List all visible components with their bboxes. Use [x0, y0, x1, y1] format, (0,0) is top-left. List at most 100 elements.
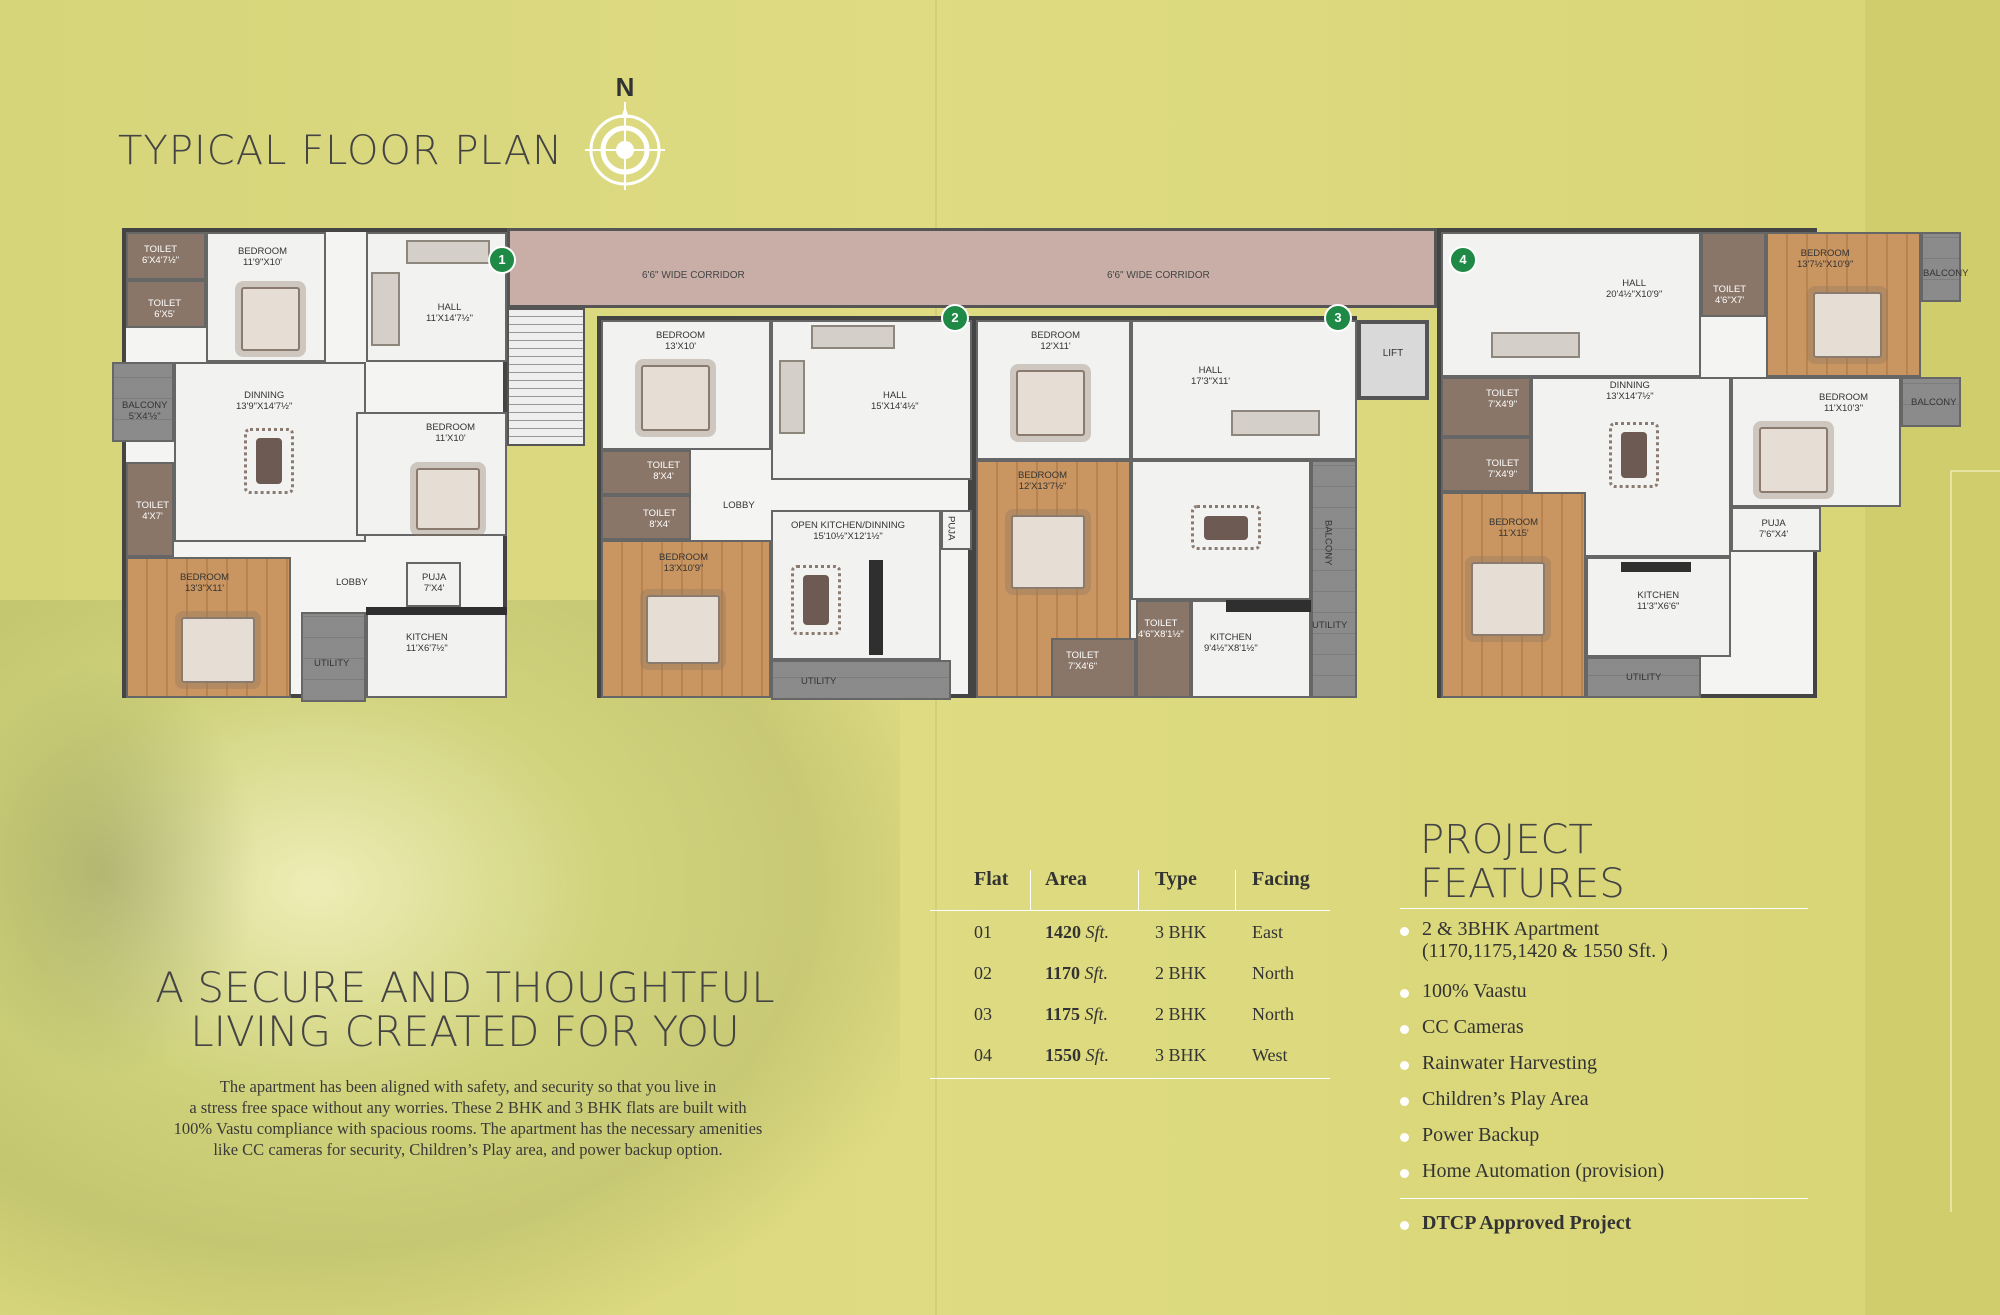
cell-facing: North [1252, 1004, 1294, 1024]
compass-letter: N [616, 72, 635, 102]
table-header-flat: Flat [974, 868, 1009, 890]
flat2-utility-label: UTILITY [801, 676, 837, 687]
kitchen-counter [366, 607, 507, 615]
flat2-toilet-b [601, 495, 691, 540]
sofa-icon [811, 325, 895, 349]
flat-badge-4: 4 [1449, 246, 1477, 274]
table-header-facing: Facing [1252, 868, 1310, 890]
flat4-balcony-b-label: BALCONY [1911, 397, 1957, 408]
flat1-balcony [112, 362, 174, 442]
tree-photo-background [0, 600, 900, 1315]
features-rule-top [1400, 908, 1808, 909]
flat3-balcony [1311, 460, 1357, 698]
feature-subtext: (1170,1175,1420 & 1550 Sft. ) [1422, 940, 1668, 962]
bed-icon [646, 595, 720, 664]
flat3-toilet-b [1051, 638, 1136, 698]
lift: LIFT [1357, 320, 1429, 400]
area-value: 1170 [1045, 963, 1081, 983]
flat1-toilet-a [126, 232, 206, 280]
bed-icon [641, 365, 710, 431]
dining-table-icon [256, 438, 282, 484]
body-paragraph: The apartment has been aligned with safe… [108, 1076, 828, 1160]
bed-icon [1011, 515, 1085, 589]
cell-facing: North [1252, 963, 1294, 983]
flat4-balcony-a [1921, 232, 1961, 302]
sofa-icon [406, 240, 490, 264]
body-line-2: a stress free space without any worries.… [189, 1098, 747, 1117]
bed-icon [416, 468, 480, 530]
flat4-kitchen [1586, 557, 1731, 657]
feature-text: 2 & 3BHK Apartment [1422, 918, 1600, 940]
page-title: TYPICAL FLOOR PLAN [118, 128, 564, 174]
flat1-lobby-label: LOBBY [336, 577, 368, 588]
feature-text: Power Backup [1422, 1124, 1540, 1146]
cell-type: 2 BHK [1155, 963, 1207, 983]
table-header-type: Type [1155, 868, 1197, 890]
corridor [507, 228, 1437, 308]
flat1-toilet-c [126, 462, 174, 557]
sofa-icon [779, 360, 805, 434]
flat2-puja [941, 510, 972, 550]
dining-chairs-icon [1609, 422, 1659, 488]
flat4-toilet-b [1441, 377, 1531, 437]
cell-area: 1175 Sft. [1045, 1004, 1108, 1025]
sofa-icon [1491, 332, 1580, 358]
flat2-utility [771, 660, 951, 700]
feature-text: Children’s Play Area [1422, 1088, 1589, 1110]
feature-text: CC Cameras [1422, 1016, 1524, 1038]
sofa-icon [371, 272, 400, 346]
table-header-area: Area [1045, 868, 1087, 890]
flat4-balcony-a-label: BALCONY [1923, 268, 1969, 279]
dining-chairs-icon [244, 428, 294, 494]
area-unit: Sft. [1084, 963, 1109, 983]
cell-area: 1550 Sft. [1045, 1045, 1109, 1066]
feature-text: Home Automation (provision) [1422, 1160, 1665, 1182]
staircase [507, 308, 585, 446]
cell-flat: 04 [974, 1045, 992, 1065]
cell-type: 3 BHK [1155, 1045, 1207, 1065]
cell-facing: West [1252, 1045, 1288, 1065]
flat3-balcony-label: BALCONY [1322, 520, 1334, 566]
area-value: 1550 [1045, 1045, 1081, 1065]
sofa-icon [1231, 410, 1320, 436]
cell-flat: 03 [974, 1004, 992, 1024]
corridor-label-right: 6'6" WIDE CORRIDOR [1107, 270, 1210, 281]
compass-north-icon: N [585, 72, 665, 190]
flat3-toilet-a [1136, 600, 1191, 698]
table-divider [1138, 870, 1139, 910]
flat4-utility-label: UTILITY [1626, 672, 1662, 683]
bed-icon [181, 617, 255, 683]
corridor-label-left: 6'6" WIDE CORRIDOR [642, 270, 745, 281]
kitchen-counter [1621, 562, 1691, 572]
flat2-kitchen-dinning [771, 510, 941, 660]
area-unit: Sft. [1085, 1045, 1110, 1065]
body-line-4: like CC cameras for security, Children’s… [213, 1140, 723, 1159]
flat2-toilet-a [601, 450, 691, 495]
headline-line-2: LIVING CREATED FOR YOU [190, 1007, 740, 1056]
features-rule-bottom [1400, 1198, 1808, 1199]
bullet-icon [1400, 1025, 1409, 1034]
bed-icon [1759, 427, 1828, 493]
